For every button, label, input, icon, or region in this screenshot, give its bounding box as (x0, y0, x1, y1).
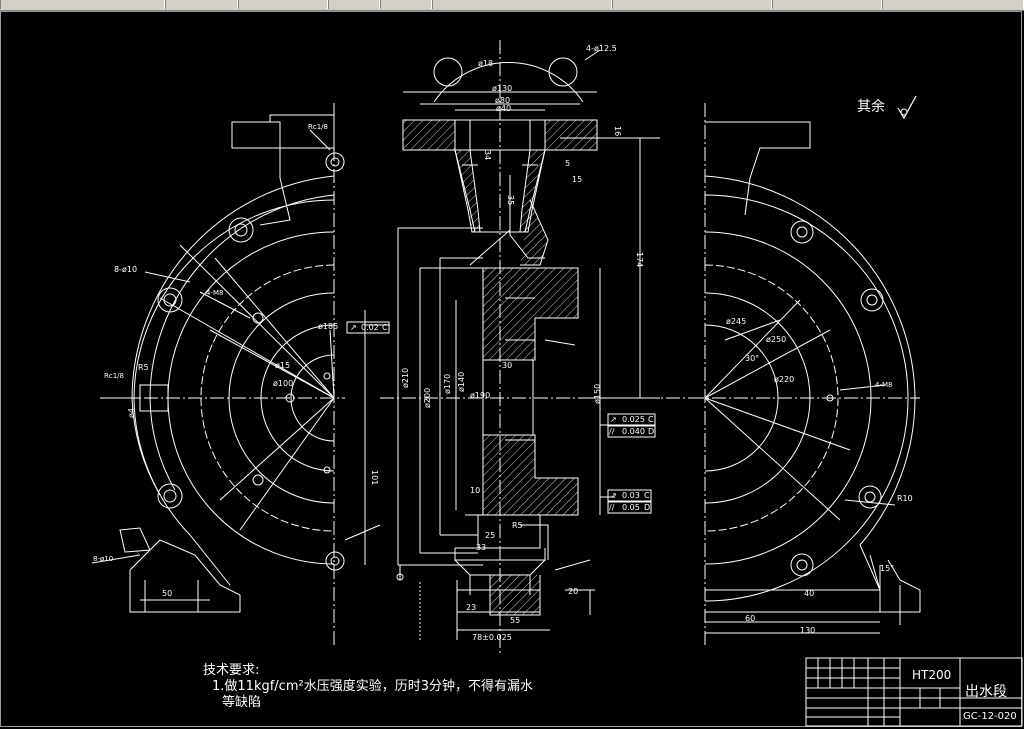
tolerance-datum: D (648, 427, 655, 436)
dim-label: 4-ø12.5 (586, 44, 617, 53)
dim-label: 15 (572, 175, 583, 184)
dim-label: ø40 (496, 104, 512, 113)
dim-label: ø245 (726, 317, 747, 326)
toolbar-tab[interactable] (432, 0, 612, 9)
dim-label: 8-ø10 (114, 265, 138, 274)
dim-label: 40 (804, 589, 815, 598)
dim-label: ø100 (273, 379, 294, 388)
toolbar-tab[interactable] (0, 0, 165, 9)
tech-notes-line2: 等缺陷 (222, 695, 262, 710)
dim-label: ø210 (401, 367, 410, 388)
dim-label: 23 (466, 603, 477, 612)
dim-label: ø200 (423, 387, 432, 408)
dim-label: ø15 (275, 361, 291, 370)
dim-label: ø130 (492, 84, 513, 93)
toolbar-tab[interactable] (772, 0, 882, 9)
dim-label: 25 (485, 531, 496, 540)
dim-label: 15° (880, 564, 895, 573)
tolerance-frame-outlines (346, 321, 656, 514)
dim-label: 34 (483, 150, 492, 161)
tolerance-symbol: ↗ (610, 491, 617, 500)
dim-label: Rc1/8 (104, 372, 124, 380)
dim-label: 55 (510, 616, 521, 625)
toolbar-tab[interactable] (612, 0, 772, 9)
dim-label: 174 (635, 252, 644, 268)
tech-notes-heading: 技术要求: (203, 663, 260, 678)
right-view (690, 103, 921, 648)
dim-label: R10 (897, 494, 913, 503)
toolbar-tab[interactable] (238, 0, 328, 9)
tolerance-datum: C (648, 415, 654, 424)
dim-label: ø18 (478, 59, 494, 68)
dim-label: 78±0.025 (472, 633, 512, 642)
dim-label: 20 (568, 587, 579, 596)
tolerance-datum: C (644, 491, 650, 500)
dim-label: ø190 (470, 391, 491, 400)
tolerance-symbol: // (609, 503, 615, 512)
dim-label: ø140 (457, 371, 466, 392)
dim-label: R5 (512, 521, 523, 530)
tolerance-symbol: // (609, 427, 615, 436)
roughness-note: 其余 (857, 99, 885, 115)
tolerance-value: 0.025 (622, 415, 645, 424)
drawing-number: GC-12-020 (963, 711, 1017, 722)
dim-label: ø4 (127, 408, 136, 418)
dim-label: 8-ø10 (93, 555, 114, 563)
dim-label: 60 (745, 614, 756, 623)
left-view (91, 103, 381, 648)
tolerance-datum: C (382, 323, 388, 332)
tolerance-datum: D (644, 503, 651, 512)
dim-label: ø220 (774, 375, 795, 384)
dim-label: 30° (745, 354, 760, 363)
title-block (805, 657, 1023, 727)
dim-label: ø150 (593, 383, 602, 404)
roughness-check-icon (897, 95, 917, 120)
dim-label: ø185 (318, 322, 339, 331)
center-section (364, 40, 700, 655)
material-label: HT200 (912, 668, 952, 682)
dim-label: 35 (506, 195, 515, 206)
dim-label: ø80 (495, 96, 511, 105)
drawing-frame (0, 11, 1022, 727)
toolbar-tab[interactable] (165, 0, 238, 9)
tolerance-value: 0.03 (622, 491, 640, 500)
dim-label: 130 (800, 626, 816, 635)
dim-label: 101 (370, 470, 379, 486)
dim-label: ø170 (443, 373, 452, 394)
dim-label: R5 (138, 363, 149, 372)
dim-label: ø250 (766, 335, 787, 344)
dim-label: 33 (476, 543, 487, 552)
dim-label: 4-M8 (206, 289, 224, 297)
toolbar-tab[interactable] (328, 0, 380, 9)
part-name: 出水段 (965, 684, 1007, 700)
dim-label: 50 (162, 589, 173, 598)
dim-label: 30 (502, 361, 513, 370)
tolerance-value: 0.05 (622, 503, 640, 512)
dim-label: Rc1/8 (308, 123, 328, 131)
tech-notes-line1: 1.做11kgf/cm²水压强度实验，历时3分钟，不得有漏水 (212, 679, 533, 694)
tolerance-symbol: ↗ (610, 415, 617, 424)
dim-label: 10 (470, 486, 481, 495)
dim-label: 4-M8 (875, 381, 893, 389)
dim-label: 16 (613, 126, 622, 137)
tolerance-symbol: ↗ (350, 323, 357, 332)
toolbar-tab[interactable] (380, 0, 432, 9)
dim-label: 5 (565, 159, 571, 168)
tolerance-value: 0.040 (622, 427, 645, 436)
tolerance-value: 0.02 (361, 323, 379, 332)
